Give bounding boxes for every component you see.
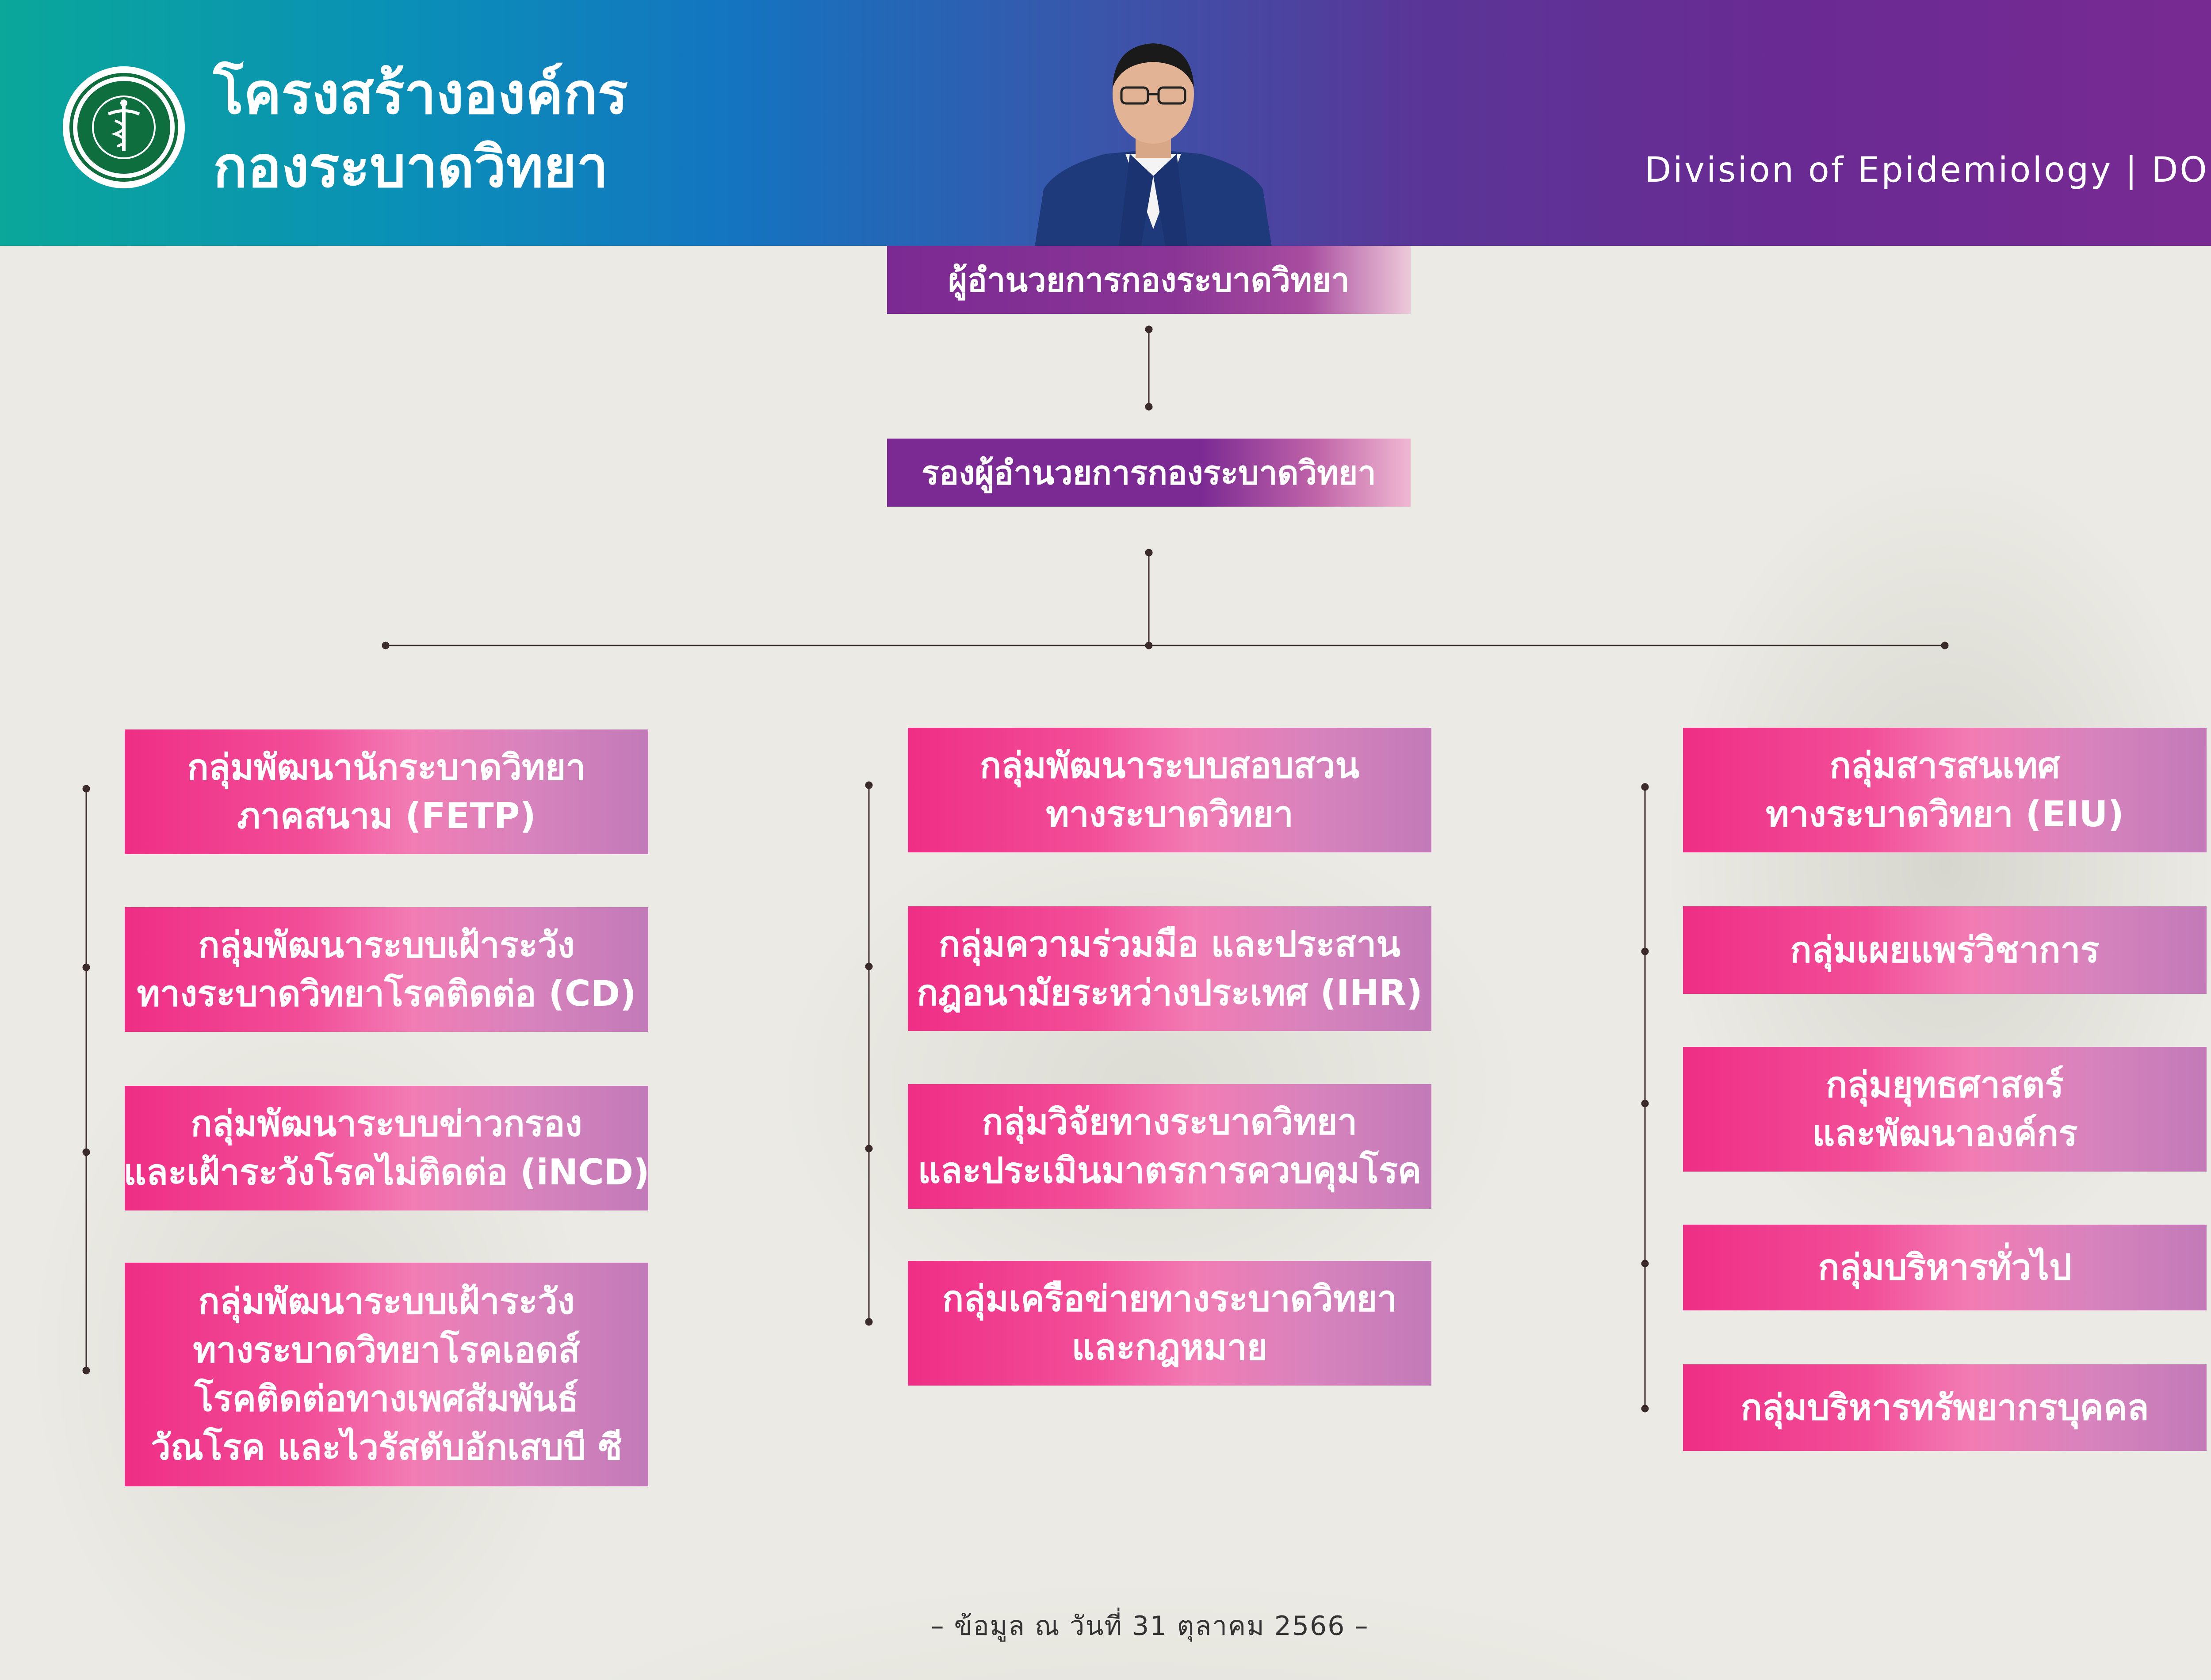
group-box-incd: กลุ่มพัฒนาระบบข่าวกรอง และเฝ้าระวังโรคไม… — [123, 1086, 650, 1210]
title-line-1: โครงสร้างองค์กร — [213, 61, 628, 127]
group-line: ภาคสนาม (FETP) — [237, 795, 536, 836]
group-line: ทางระบาดวิทยาโรคเอดส์ — [193, 1329, 580, 1371]
group-box-research: กลุ่มวิจัยทางระบาดวิทยา และประเมินมาตรกา… — [908, 1084, 1431, 1209]
group-line: กลุ่มยุทธศาสตร์ — [1825, 1064, 2064, 1105]
group-line: และกฎหมาย — [1071, 1327, 1268, 1368]
group-line: กลุ่มเครือข่ายทางระบาดวิทยา — [942, 1278, 1397, 1319]
group-line: กลุ่มความร่วมมือ และประสาน — [938, 924, 1401, 965]
group-box-human-resources: กลุ่มบริหารทรัพยากรบุคคล — [1683, 1364, 2207, 1451]
page-title: โครงสร้างองค์กร กองระบาดวิทยา — [213, 57, 628, 204]
director-portrait — [1035, 43, 1272, 247]
group-line: ทางระบาดวิทยาโรคติดต่อ (CD) — [137, 973, 636, 1014]
group-box-investigation: กลุ่มพัฒนาระบบสอบสวน ทางระบาดวิทยา — [908, 728, 1431, 852]
group-line: กลุ่มพัฒนานักระบาดวิทยา — [187, 747, 586, 788]
data-date-footnote: – ข้อมูล ณ วันที่ 31 ตุลาคม 2566 – — [930, 1611, 1369, 1642]
group-box-fetp: กลุ่มพัฒนานักระบาดวิทยา ภาคสนาม (FETP) — [125, 729, 648, 854]
director-box: ผู้อำนวยการกองระบาดวิทยา — [887, 246, 1411, 314]
group-line: วัณโรค และไวรัสตับอักเสบบี ซี — [150, 1427, 623, 1468]
group-line: กลุ่มพัฒนาระบบเฝ้าระวัง — [198, 1281, 575, 1322]
title-line-2: กองระบาดวิทยา — [213, 134, 608, 200]
group-box-network-law: กลุ่มเครือข่ายทางระบาดวิทยา และกฎหมาย — [908, 1261, 1431, 1386]
group-line: กลุ่มพัฒนาระบบสอบสวน — [979, 745, 1360, 786]
group-line: กลุ่มบริหารทรัพยากรบุคคล — [1740, 1387, 2149, 1428]
group-line: ทางระบาดวิทยา (EIU) — [1765, 794, 2124, 835]
group-line: กลุ่มเผยแพร่วิชาการ — [1790, 929, 2100, 970]
group-box-publication: กลุ่มเผยแพร่วิชาการ — [1683, 906, 2207, 994]
group-line: กฎอนามัยระหว่างประเทศ (IHR) — [917, 972, 1423, 1013]
group-box-aids-std-tb-hepatitis: กลุ่มพัฒนาระบบเฝ้าระวัง ทางระบาดวิทยาโรค… — [125, 1263, 648, 1486]
group-box-eiu: กลุ่มสารสนเทศ ทางระบาดวิทยา (EIU) — [1683, 728, 2207, 852]
group-line: โรคติดต่อทางเพศสัมพันธ์ — [194, 1378, 579, 1419]
group-line: กลุ่มสารสนเทศ — [1829, 745, 2060, 786]
group-line: และเฝ้าระวังโรคไม่ติดต่อ (iNCD) — [123, 1152, 650, 1193]
group-box-general-admin: กลุ่มบริหารทั่วไป — [1683, 1225, 2207, 1310]
group-line: กลุ่มวิจัยทางระบาดวิทยา — [982, 1101, 1358, 1142]
deputy-director-box: รองผู้อำนวยการกองระบาดวิทยา — [887, 439, 1411, 507]
group-line: กลุ่มพัฒนาระบบข่าวกรอง — [191, 1103, 582, 1144]
group-line: กลุ่มบริหารทั่วไป — [1818, 1247, 2072, 1288]
deputy-director-label: รองผู้อำนวยการกองระบาดวิทยา — [922, 454, 1376, 492]
header-banner: โครงสร้างองค์กร กองระบาดวิทยา Division o… — [0, 0, 2211, 247]
group-box-ihr: กลุ่มความร่วมมือ และประสาน กฎอนามัยระหว่… — [908, 906, 1431, 1031]
ministry-of-public-health-seal-icon — [63, 66, 185, 188]
group-line: และประเมินมาตรการควบคุมโรค — [918, 1150, 1422, 1191]
division-subtitle: Division of Epidemiology | DOE — [1645, 150, 2211, 190]
group-line: ทางระบาดวิทยา — [1046, 794, 1293, 835]
director-label: ผู้อำนวยการกองระบาดวิทยา — [948, 261, 1350, 299]
group-box-strategy: กลุ่มยุทธศาสตร์ และพัฒนาองค์กร — [1683, 1047, 2207, 1172]
group-box-cd: กลุ่มพัฒนาระบบเฝ้าระวัง ทางระบาดวิทยาโรค… — [125, 907, 648, 1032]
group-line: และพัฒนาองค์กร — [1812, 1113, 2078, 1154]
group-line: กลุ่มพัฒนาระบบเฝ้าระวัง — [198, 924, 575, 966]
